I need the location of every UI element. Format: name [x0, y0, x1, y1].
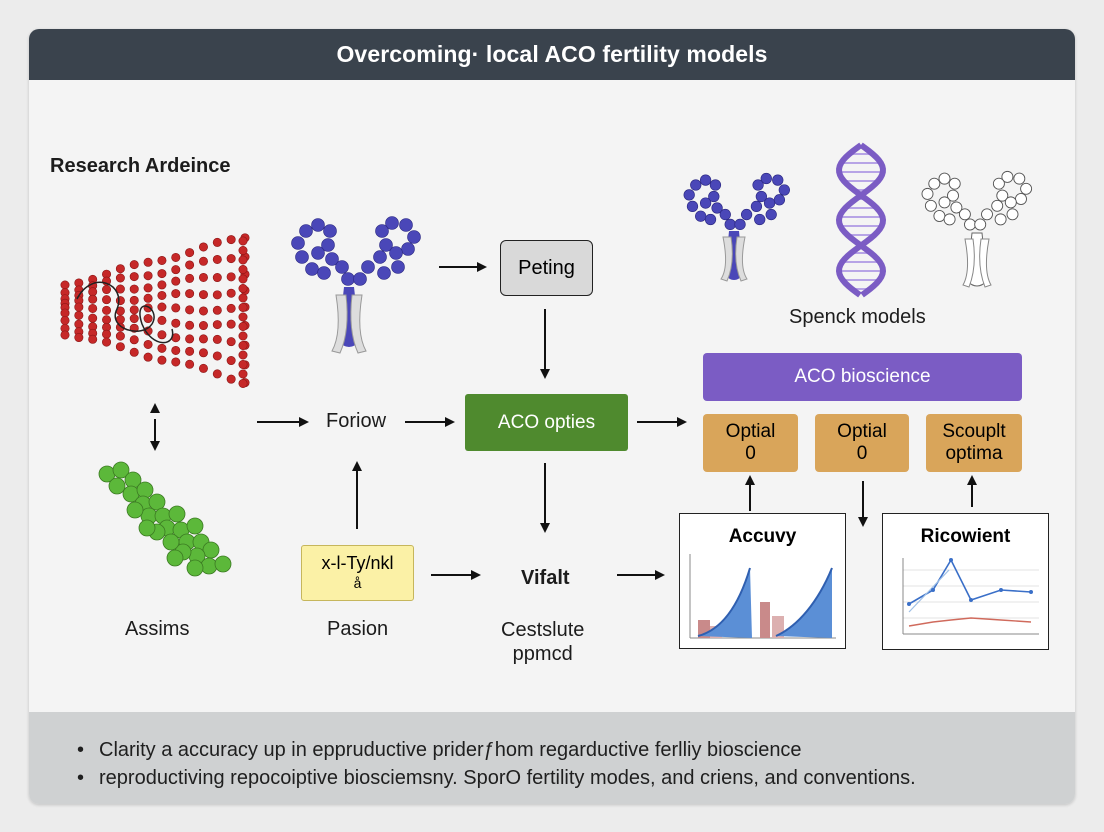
flow-arrows — [150, 262, 977, 580]
ricowient-title: Ricowient — [920, 526, 1011, 547]
cestslute-line2: ppmcd — [512, 643, 573, 665]
optial-1-line2: 0 — [745, 443, 756, 464]
dna-helix-icon — [835, 142, 887, 298]
pasion-label: Pasion — [327, 618, 389, 640]
diagram-card: Overcoming· local ACO fertility models R… — [29, 29, 1075, 804]
aco-bioscience-label: ACO bioscience — [794, 366, 931, 387]
cestslute-label: Cestslute ppmcd — [501, 618, 584, 666]
vifalt-label: Vifalt — [521, 567, 570, 589]
optial-box-1[interactable]: Optial 0 — [703, 414, 798, 472]
protein-chain-red-icon — [60, 233, 250, 389]
xty-label-line2: å — [353, 575, 362, 591]
xty-label-line1: x-l-Ty/nkl — [321, 553, 394, 573]
aco-bioscience-box[interactable]: ACO bioscience — [703, 353, 1022, 401]
optial-2-line1: Optial — [837, 421, 887, 442]
cestslute-line1: Cestslute — [501, 619, 585, 641]
summary-bullet-2: reproductiving repocoiptive biosciemsny.… — [77, 764, 916, 792]
page-title: Overcoming· local ACO fertility models — [29, 29, 1075, 80]
xty-box[interactable]: x-l-Ty/nkl å — [301, 545, 414, 601]
protein-cluster-green-icon — [98, 461, 232, 577]
optial-1-line1: Optial — [725, 421, 776, 442]
summary-list: Clarity a accuracy up in eppruductive pr… — [29, 736, 916, 792]
peting-box[interactable]: Peting — [500, 240, 593, 296]
section-heading-research: Research Ardeince — [50, 155, 231, 177]
assims-label: Assims — [125, 618, 190, 640]
summary-bullet-1: Clarity a accuracy up in eppruductive pr… — [77, 736, 916, 764]
optial-box-2[interactable]: Optial 0 — [815, 414, 909, 472]
antibody-blue-icon — [291, 216, 421, 354]
summary-footer: Clarity a accuracy up in eppruductive pr… — [29, 712, 1075, 804]
ricowient-mini-chart — [902, 558, 1039, 635]
optial-2-line2: 0 — [856, 443, 868, 464]
accuvy-title: Accuvy — [728, 526, 797, 547]
aco-opties-box[interactable]: ACO opties — [465, 394, 628, 451]
scouplt-line2: optima — [945, 443, 1003, 464]
aco-opties-label: ACO opties — [497, 411, 596, 433]
ricowient-panel: Ricowient — [882, 513, 1049, 650]
peting-label: Peting — [518, 256, 575, 279]
scouplt-line1: Scouplt — [942, 421, 1006, 442]
spenck-models-label: Spenck models — [789, 306, 926, 328]
accuvy-mini-chart — [689, 554, 836, 639]
scouplt-box[interactable]: Scouplt optima — [926, 414, 1022, 472]
accuvy-panel: Accuvy — [679, 513, 846, 649]
antibody-small-blue-icon — [683, 172, 790, 282]
foriow-label: Foriow — [326, 410, 387, 432]
antibody-outline-icon — [921, 170, 1033, 288]
